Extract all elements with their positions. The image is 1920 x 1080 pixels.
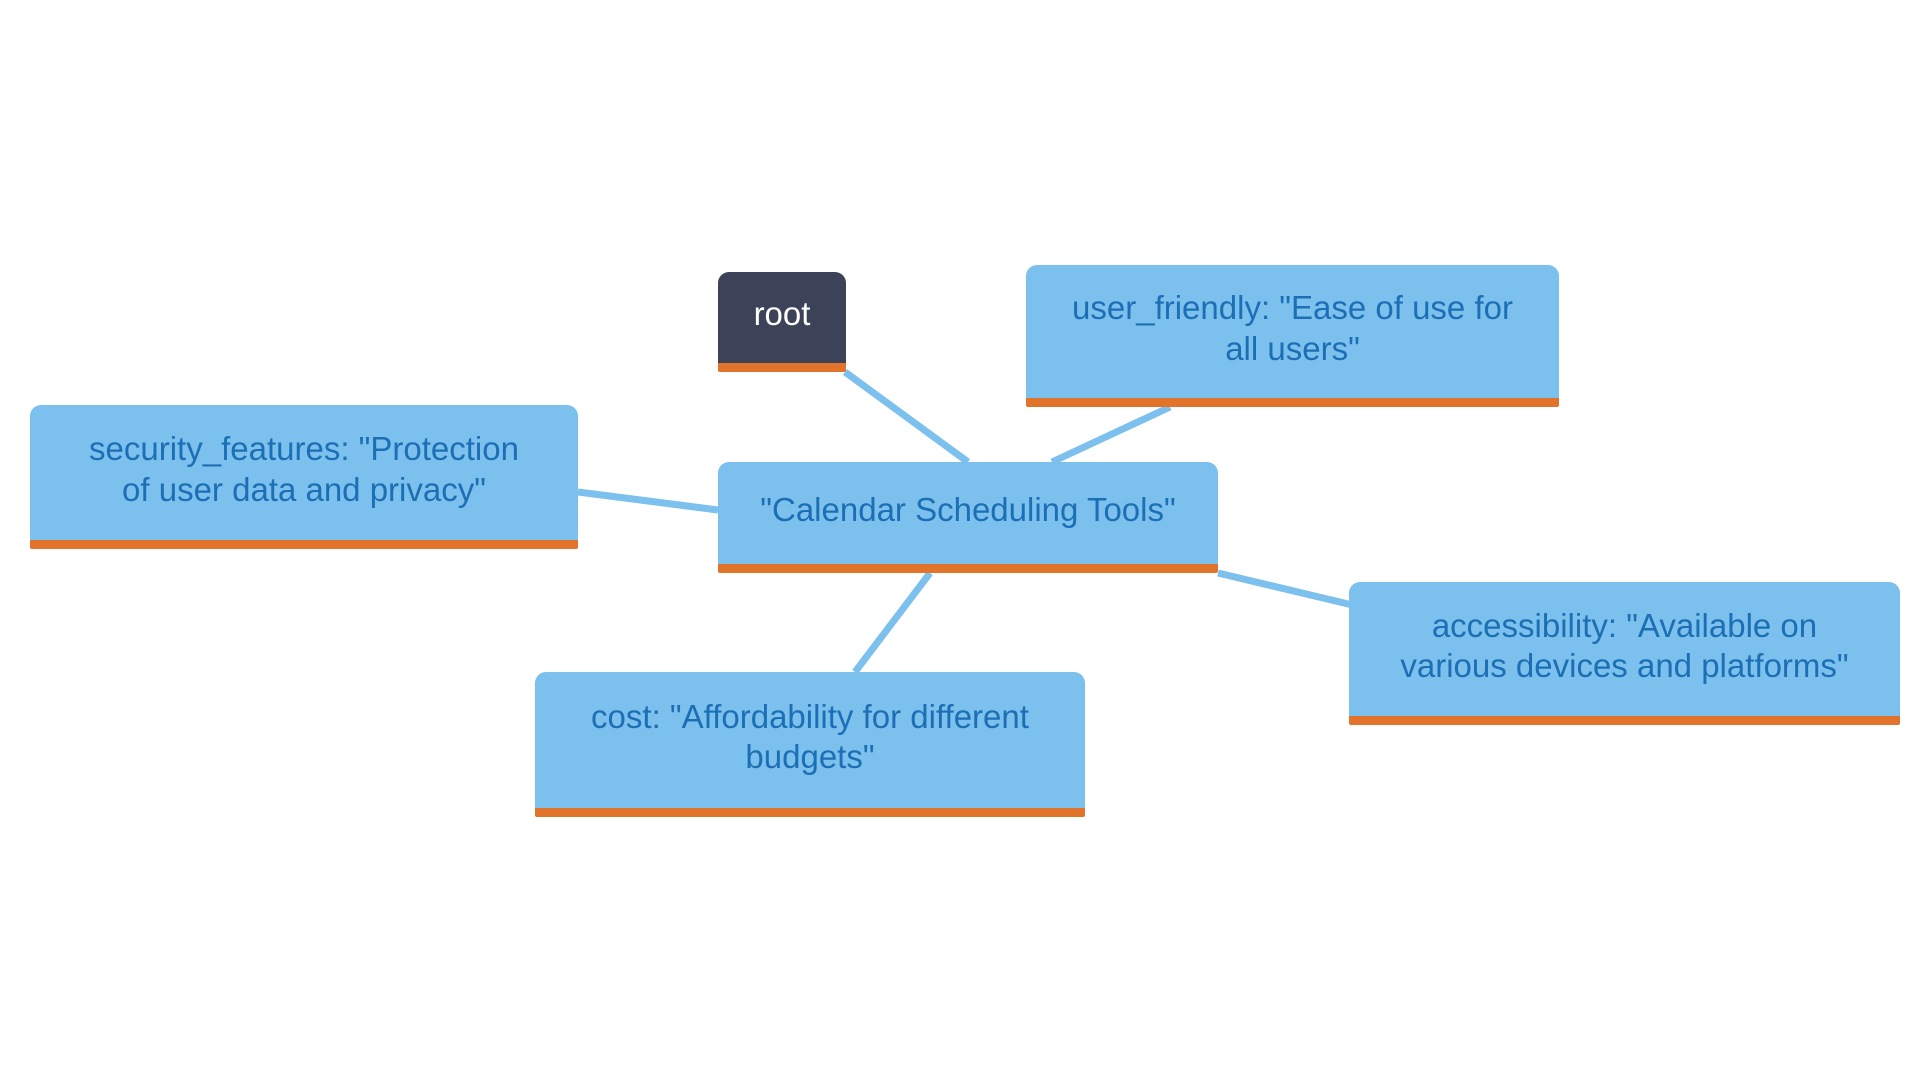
node-label-cost: cost: "Affordability for different budge… xyxy=(591,697,1029,775)
edge-central-to-security-features xyxy=(577,488,719,514)
node-label-security-features: security_features: "Protection of user d… xyxy=(89,430,519,508)
edge-root-to-central xyxy=(842,369,971,465)
edge-central-to-accessibility xyxy=(1217,569,1366,612)
mindmap-node-user-friendly[interactable]: user_friendly: "Ease of use for all user… xyxy=(1026,265,1559,407)
mindmap-node-root[interactable]: root xyxy=(718,272,846,372)
mindmap-node-cost[interactable]: cost: "Affordability for different budge… xyxy=(535,672,1085,817)
node-label-central: "Calendar Scheduling Tools" xyxy=(760,490,1176,528)
mindmap-node-accessibility[interactable]: accessibility: "Available on various dev… xyxy=(1349,582,1900,725)
node-label-user-friendly: user_friendly: "Ease of use for all user… xyxy=(1072,289,1513,367)
node-label-root: root xyxy=(753,295,811,333)
mindmap-node-security-features[interactable]: security_features: "Protection of user d… xyxy=(30,405,578,549)
edge-central-to-cost xyxy=(852,570,933,675)
mindmap-node-calendar-scheduling-tools[interactable]: "Calendar Scheduling Tools" xyxy=(718,462,1218,573)
edge-central-to-user-friendly xyxy=(1050,403,1172,466)
node-label-accessibility: accessibility: "Available on various dev… xyxy=(1400,606,1849,684)
